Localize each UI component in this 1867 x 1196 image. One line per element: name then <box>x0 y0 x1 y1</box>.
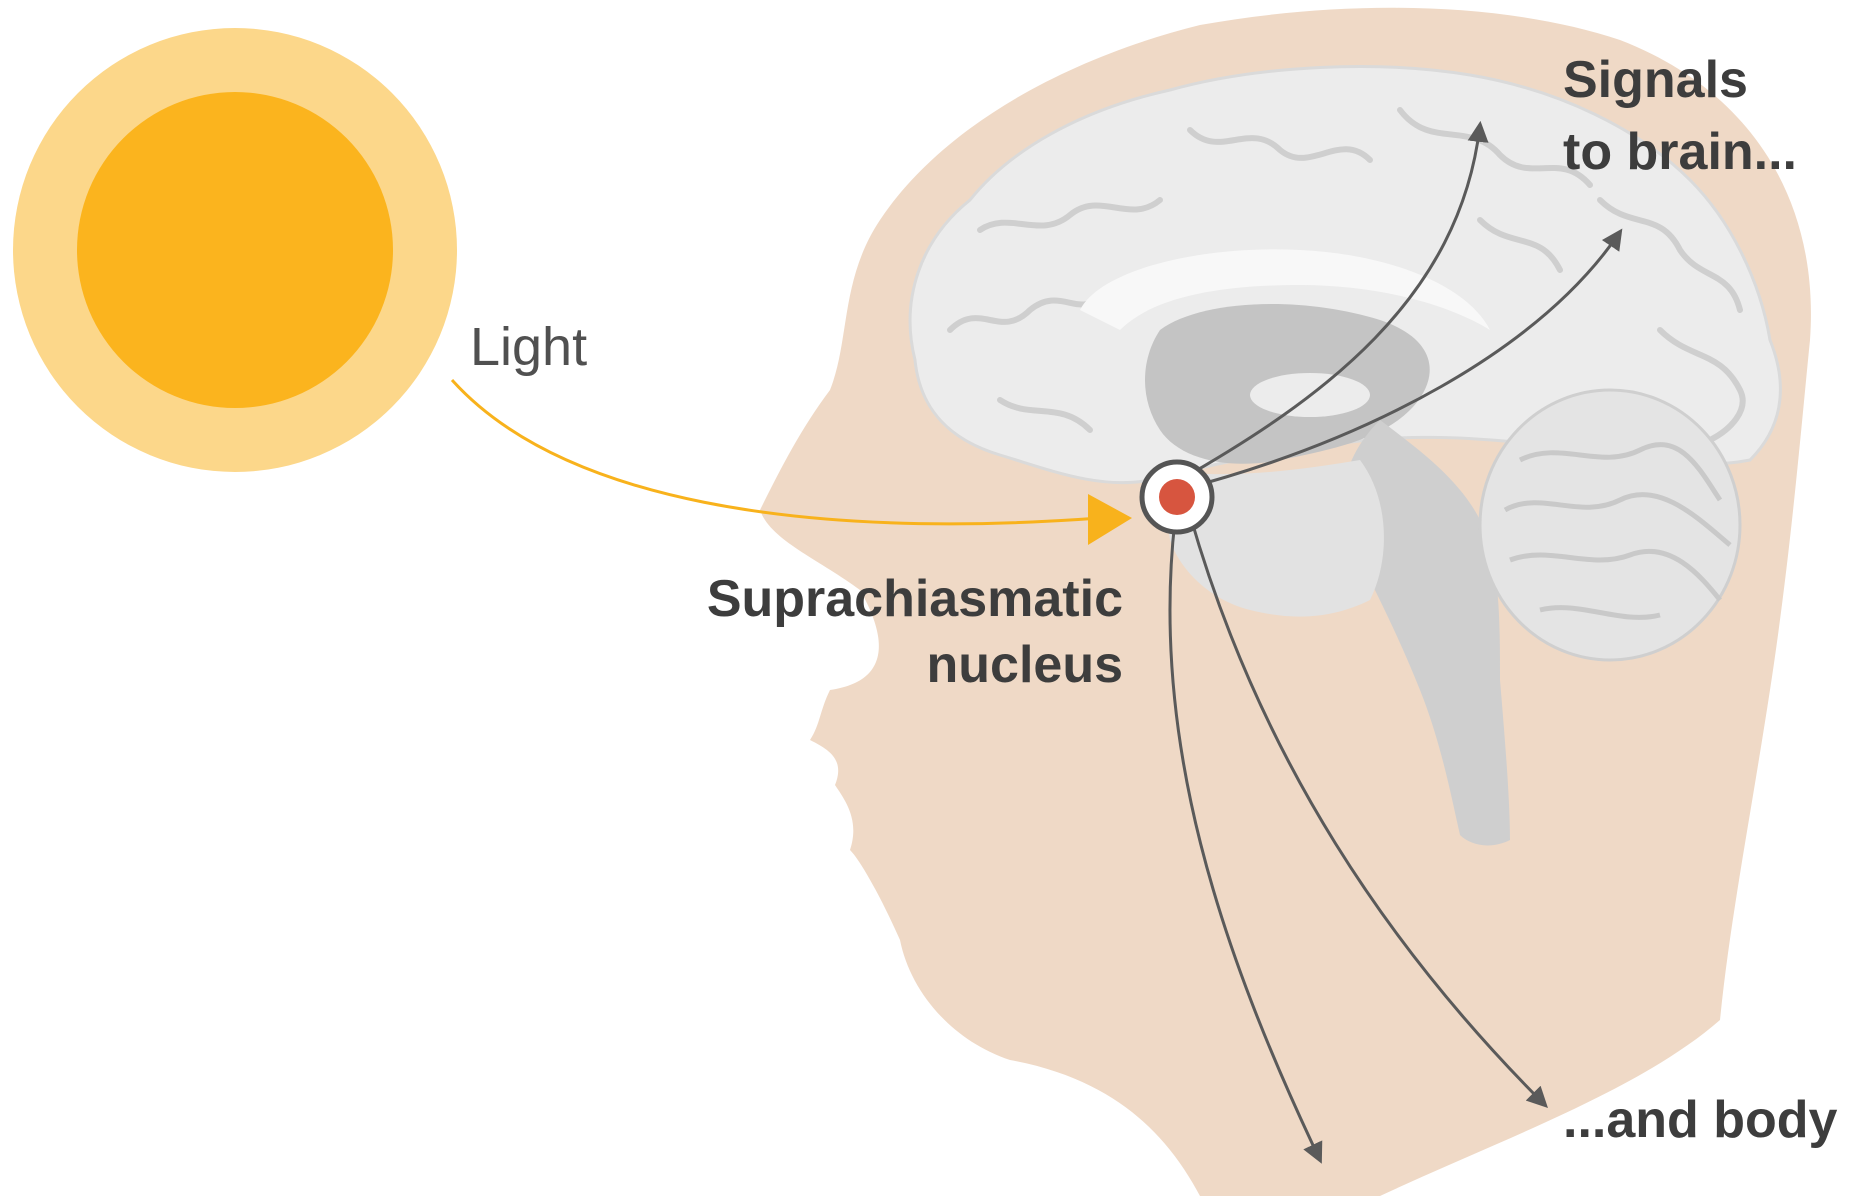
light-label: Light <box>470 320 587 374</box>
signals-to-brain-line-2: to brain... <box>1563 116 1797 188</box>
signals-to-brain-label: Signals to brain... <box>1563 44 1797 188</box>
scn-label-line-2: nucleus <box>707 632 1123 698</box>
cerebellum <box>1480 390 1740 660</box>
sun-icon <box>77 92 393 408</box>
signals-to-brain-line-1: Signals <box>1563 44 1797 116</box>
and-body-label: ...and body <box>1563 1094 1837 1146</box>
scn-dot <box>1159 479 1195 515</box>
scn-label: Suprachiasmatic nucleus <box>707 566 1123 698</box>
scn-label-line-1: Suprachiasmatic <box>707 566 1123 632</box>
